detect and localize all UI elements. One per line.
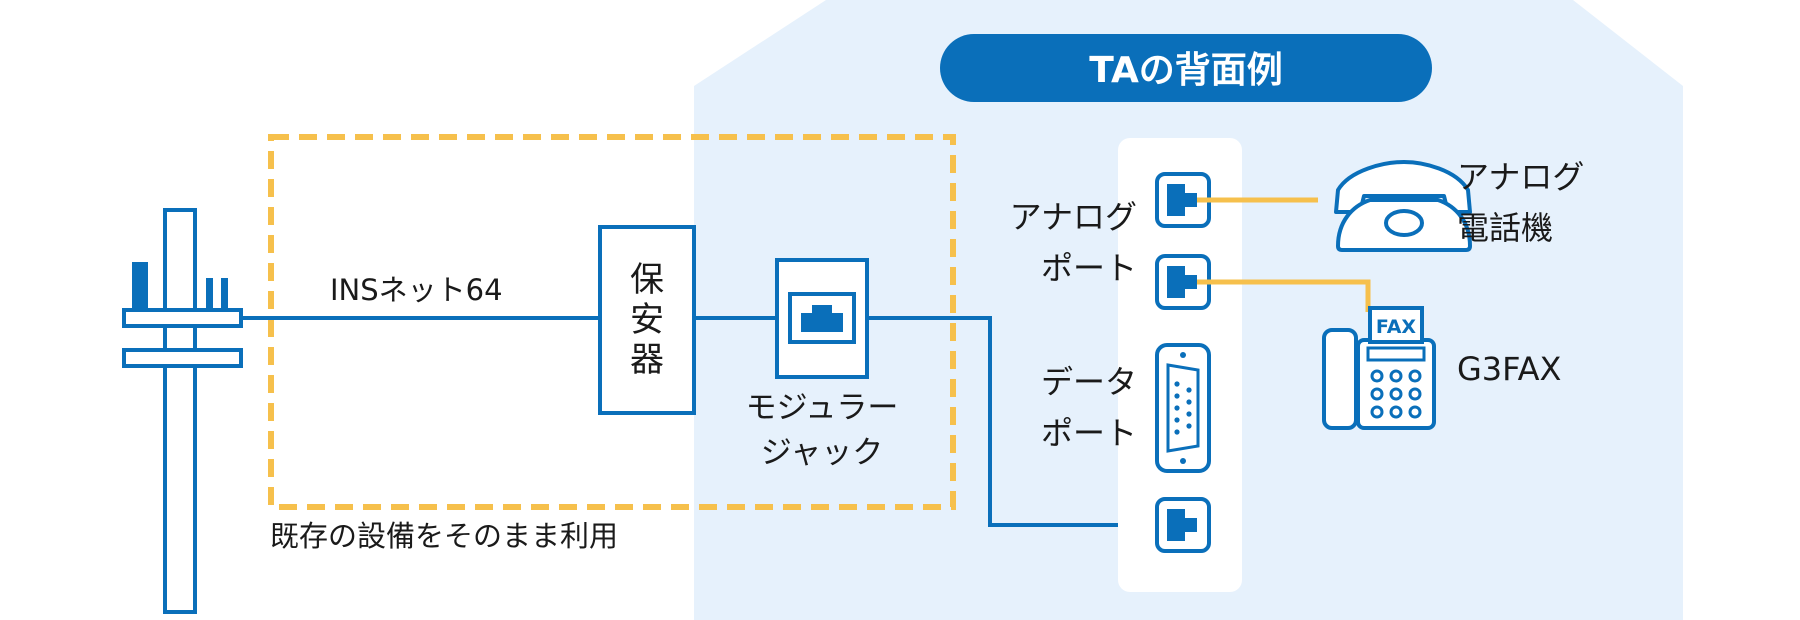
modular-jack-label-2: ジャック xyxy=(761,435,883,471)
existing-equipment-box xyxy=(268,134,956,510)
house-banner xyxy=(940,34,1432,102)
utility-pole-icon xyxy=(122,208,243,614)
fax-badge: FAX xyxy=(1376,316,1417,338)
data-port-label-2: ポート xyxy=(1041,414,1137,452)
analog-port-label-2: ポート xyxy=(1041,249,1137,287)
serial-port-icon xyxy=(1155,343,1211,473)
analog-phone-label-2: 電話機 xyxy=(1457,209,1553,247)
fax-label: G3FAX xyxy=(1457,350,1561,388)
rj45-port-icon xyxy=(1167,266,1197,298)
ins-line-label: INSネット64 xyxy=(330,273,503,307)
line-port xyxy=(1155,497,1211,553)
rj45-port-icon xyxy=(1167,184,1197,216)
modular-jack-label-1: モジュラー xyxy=(746,390,899,426)
modular-jack xyxy=(775,258,869,379)
existing-equipment-caption: 既存の設備をそのまま利用 xyxy=(270,519,618,553)
fax-machine-icon: FAX xyxy=(1322,306,1436,430)
rj45-port-icon xyxy=(1167,509,1197,541)
analog-port-label-1: アナログ xyxy=(1010,198,1137,236)
rj45-port-icon xyxy=(801,305,843,332)
fax-cable xyxy=(1197,279,1371,312)
protector-box xyxy=(598,225,696,415)
protector-label-3: 器 xyxy=(630,340,664,380)
data-port-label-1: データ xyxy=(1041,363,1137,401)
house-banner-title: TAの背面例 xyxy=(1089,50,1283,91)
protector-label-2: 安 xyxy=(630,300,664,340)
protector-label-1: 保 xyxy=(630,260,664,300)
analog-phone-label-1: アナログ xyxy=(1457,158,1584,196)
telephone-icon xyxy=(1334,160,1472,252)
